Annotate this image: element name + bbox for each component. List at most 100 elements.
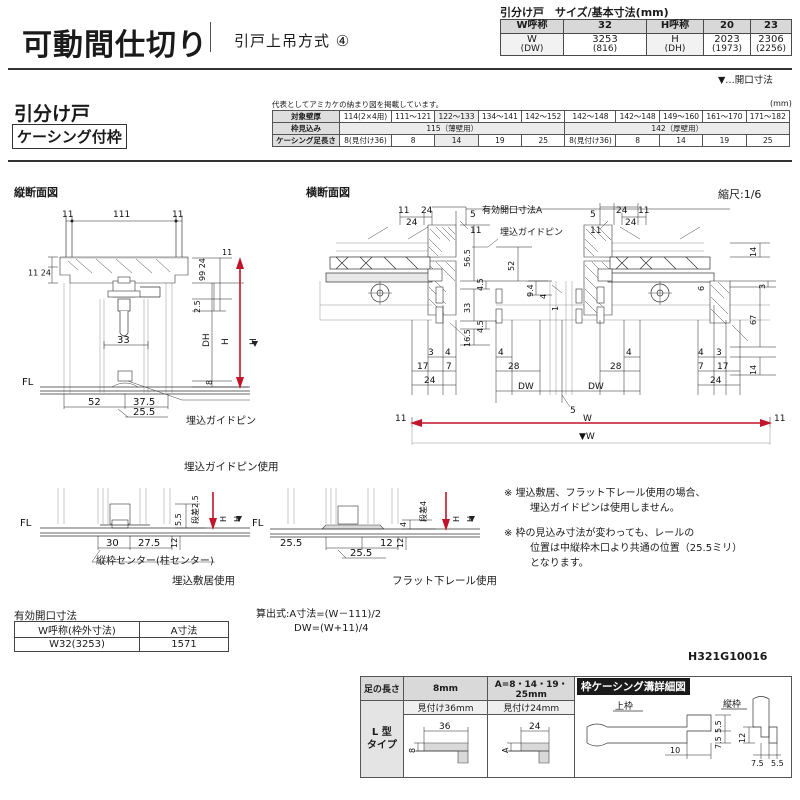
dim-step-4: 段差4 xyxy=(418,501,428,522)
dim-33-h: 33 xyxy=(463,303,472,313)
size-value-h23-sub: (2256) xyxy=(756,44,786,54)
wall-row-label-2: ケーシング足長さ xyxy=(272,134,340,147)
size-label-dw: (DW) xyxy=(520,44,544,54)
vertical-section-caption: 縦断面図 xyxy=(14,186,58,199)
dim-h-vertical: H xyxy=(221,338,231,345)
dim-52-h: 52 xyxy=(507,261,516,271)
dim-17-right: 17 xyxy=(717,362,728,372)
vertical-section-drawing: FL 11 111 11 11 24 11 99 24 2.5 DH H xyxy=(22,210,259,418)
casing-frame-label: ケーシング付枠 xyxy=(12,124,127,149)
leg-profile-36-cell: 36 8 xyxy=(402,714,489,778)
wall-cell-0-9: 171～182 xyxy=(745,110,791,123)
dim-11-w-right: 11 xyxy=(774,414,785,424)
wall-cell-1-1: 142（厚壁用） xyxy=(564,122,790,135)
dim-11-right-side: 11 xyxy=(222,248,232,257)
dim-16-5: 16.5 xyxy=(463,329,472,347)
dim-12-flat-right: 12 xyxy=(396,538,405,548)
page-title: 可動間仕切り xyxy=(22,28,208,63)
formula-line-1: 算出式:A寸法=(W－111)/2 xyxy=(256,609,382,620)
wall-cell-2-9: 25 xyxy=(745,134,791,147)
dim-24-bottom-left: 24 xyxy=(424,376,436,386)
dim-17-left: 17 xyxy=(417,362,428,372)
dim-11-24-left: 11 24 xyxy=(28,269,51,278)
page-header: 可動間仕切り 引戸上吊方式 ④ xyxy=(0,0,800,88)
size-value-h20-sub: (1973) xyxy=(712,44,742,54)
detail-dim-7-5-side: 7.5 xyxy=(751,759,764,768)
opening-table-caption: 有効開口寸法 xyxy=(14,610,77,622)
note-2: ※ 枠の見込み寸法が変わっても、レールの位置は中縦枠木口より共通の位置（25.5… xyxy=(504,528,743,569)
dim-7-right: 7 xyxy=(698,362,704,372)
dim-4-flat: 4 xyxy=(399,522,408,527)
dim-6-right: 6 xyxy=(697,286,706,291)
leg-length-table: 足の長さ 8mm A=8・14・19・25mm 枠ケーシング溝詳細図 xyxy=(360,676,792,778)
opening-cell-0-1: 1571 xyxy=(139,637,229,652)
dim-9-4: 9.4 xyxy=(526,284,535,297)
size-value-h23-main: 2306 xyxy=(758,33,784,45)
wall-cell-2-6: 8 xyxy=(615,134,660,147)
dim-11-h-right2: 11 xyxy=(590,226,601,236)
dim-28-left: 28 xyxy=(508,362,520,372)
wall-cell-2-2: 14 xyxy=(434,134,479,147)
dim-3-right: 3 xyxy=(758,284,767,289)
size-value-w-main: 3253 xyxy=(592,33,618,45)
dim-28-right: 28 xyxy=(610,362,622,372)
horizontal-section-caption: 横断面図 xyxy=(306,186,350,199)
size-value-h20: 2023 (1973) xyxy=(703,32,751,57)
dim-11-h-right: 11 xyxy=(638,206,649,216)
dim-25-5-flat: 25.5 xyxy=(350,548,372,559)
header-rule xyxy=(8,68,792,70)
dim-30: 30 xyxy=(106,538,119,549)
opening-dimension-note: ▼…開口寸法 xyxy=(718,75,773,86)
dim-4-5-lower: 4.5 xyxy=(476,320,485,333)
dim-w-overall: W xyxy=(583,414,592,424)
wall-cell-2-1: 8 xyxy=(390,134,436,147)
dim-99-24: 99 24 xyxy=(198,258,207,281)
wall-cell-0-1: 111～121 xyxy=(390,110,436,123)
dim-3-bottom-right: 3 xyxy=(716,348,722,358)
dim-dw-left: DW xyxy=(518,382,534,392)
opening-header-1: A寸法 xyxy=(139,621,229,638)
dim-12-embedded: 12 xyxy=(170,538,179,548)
guide-pin-label-horizontal: 埋込ガイドピン xyxy=(500,227,563,238)
flat-rail-drawing: FL 4 段差4 H H 25.5 12 12 25.5 xyxy=(252,488,480,559)
table-row: 枠見込み 115（薄壁用） 142（厚壁用） xyxy=(272,122,790,135)
wall-cell-0-0: 114(2×4用) xyxy=(339,110,392,123)
dim-24-h-right: 24 xyxy=(616,206,628,216)
dim-12-flat: 12 xyxy=(380,538,393,549)
opening-table: W呼称(枠外寸法) A寸法 W32(3253) 1571 xyxy=(14,621,229,652)
frame-center-note: 縦枠センター(柱センター) xyxy=(96,556,214,567)
size-header-w-value: 32 xyxy=(563,19,647,34)
dim-24-h-right2: 24 xyxy=(625,218,637,228)
size-table: W呼称 32 H呼称 20 23 W (DW) 3253 (816) H (DH… xyxy=(500,19,792,57)
title-divider xyxy=(210,22,211,52)
leg-profile-24-drawing: 24 A xyxy=(501,722,550,764)
table-row: W32(3253) 1571 xyxy=(14,637,229,652)
dim-25-5: 25.5 xyxy=(133,407,155,418)
dim-1-center: 1 xyxy=(551,306,560,311)
embedded-sill-drawing: FL 5.5 段差2.5 H H 30 27.5 12 xyxy=(20,488,250,563)
dim-dh: DH xyxy=(202,333,212,347)
dim-4-center: 4 xyxy=(539,294,548,299)
upper-frame-label: 上枠 xyxy=(615,700,633,712)
wall-cell-0-7: 149～160 xyxy=(658,110,704,123)
wall-cell-0-4: 142～152 xyxy=(521,110,566,123)
dim-27-5: 27.5 xyxy=(138,538,160,549)
wall-cell-0-6: 142～148 xyxy=(615,110,660,123)
leg-header-0: 足の長さ xyxy=(360,676,404,701)
table-row: W (DW) 3253 (816) H (DH) 2023 (1973) 230… xyxy=(500,32,792,57)
wall-cell-0-3: 134～141 xyxy=(477,110,523,123)
leg-dim-24: 24 xyxy=(529,722,541,732)
wall-cell-0-5: 142～148 xyxy=(564,110,617,123)
notes-block: ※ 埋込敷居、フラット下レール使用の場合、埋込ガイドピンは使用しません。 ※ 枠… xyxy=(504,486,742,581)
wall-row-label-1: 枠見込み xyxy=(272,122,340,135)
dim-4-bottom-right: 4 xyxy=(698,348,704,358)
size-value-h23: 2306 (2256) xyxy=(750,32,792,57)
wall-cell-1-0: 115（薄壁用） xyxy=(338,122,566,135)
dim-4-bottom-left: 4 xyxy=(445,348,451,358)
dim-step-2-5: 段差2.5 xyxy=(190,495,200,524)
leg-dim-a: A xyxy=(501,747,510,753)
wall-cell-2-3: 19 xyxy=(477,134,523,147)
size-row-label-h: H (DH) xyxy=(646,32,704,57)
table-row: W呼称(枠外寸法) A寸法 xyxy=(14,621,229,638)
wall-cell-0-8: 161～170 xyxy=(702,110,747,123)
